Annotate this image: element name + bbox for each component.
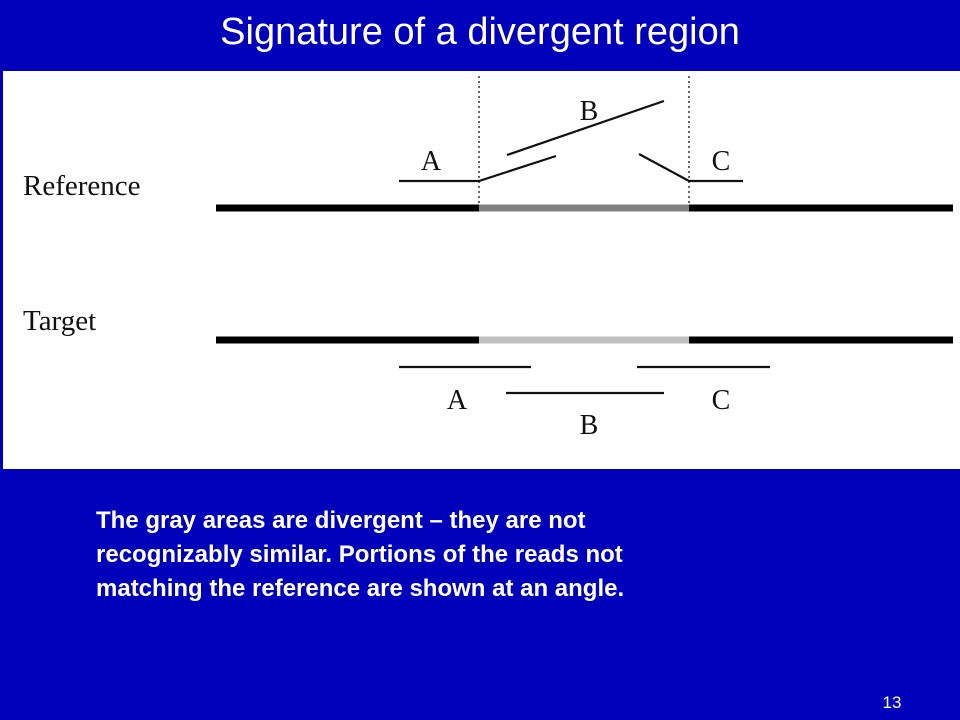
caption-line-1: The gray areas are divergent – they are … <box>96 507 586 534</box>
reference-read-c-label: C <box>712 146 731 177</box>
reference-read-c <box>638 153 743 183</box>
slide-caption: The gray areas are divergent – they are … <box>96 504 896 606</box>
caption-line-3: matching the reference are shown at an a… <box>96 575 625 602</box>
target-read-c-label: C <box>712 385 731 416</box>
page-number: 13 <box>882 693 902 712</box>
reference-read-b-label: B <box>580 96 599 127</box>
reference-read-b <box>506 99 665 157</box>
target-read-b-label: B <box>580 410 599 441</box>
reference-label: Reference <box>23 170 141 202</box>
divergent-region-diagram: Reference Target A B C <box>3 71 960 469</box>
slide-title: Signature of a divergent region <box>220 11 740 53</box>
diagram-canvas: Reference Target A B C <box>23 76 953 441</box>
target-read-a-label: A <box>447 385 468 416</box>
reference-read-a <box>399 154 557 183</box>
target-label: Target <box>23 305 96 337</box>
caption-line-2: recognizably similar. Portions of the re… <box>96 541 623 568</box>
reference-read-a-label: A <box>421 146 442 177</box>
